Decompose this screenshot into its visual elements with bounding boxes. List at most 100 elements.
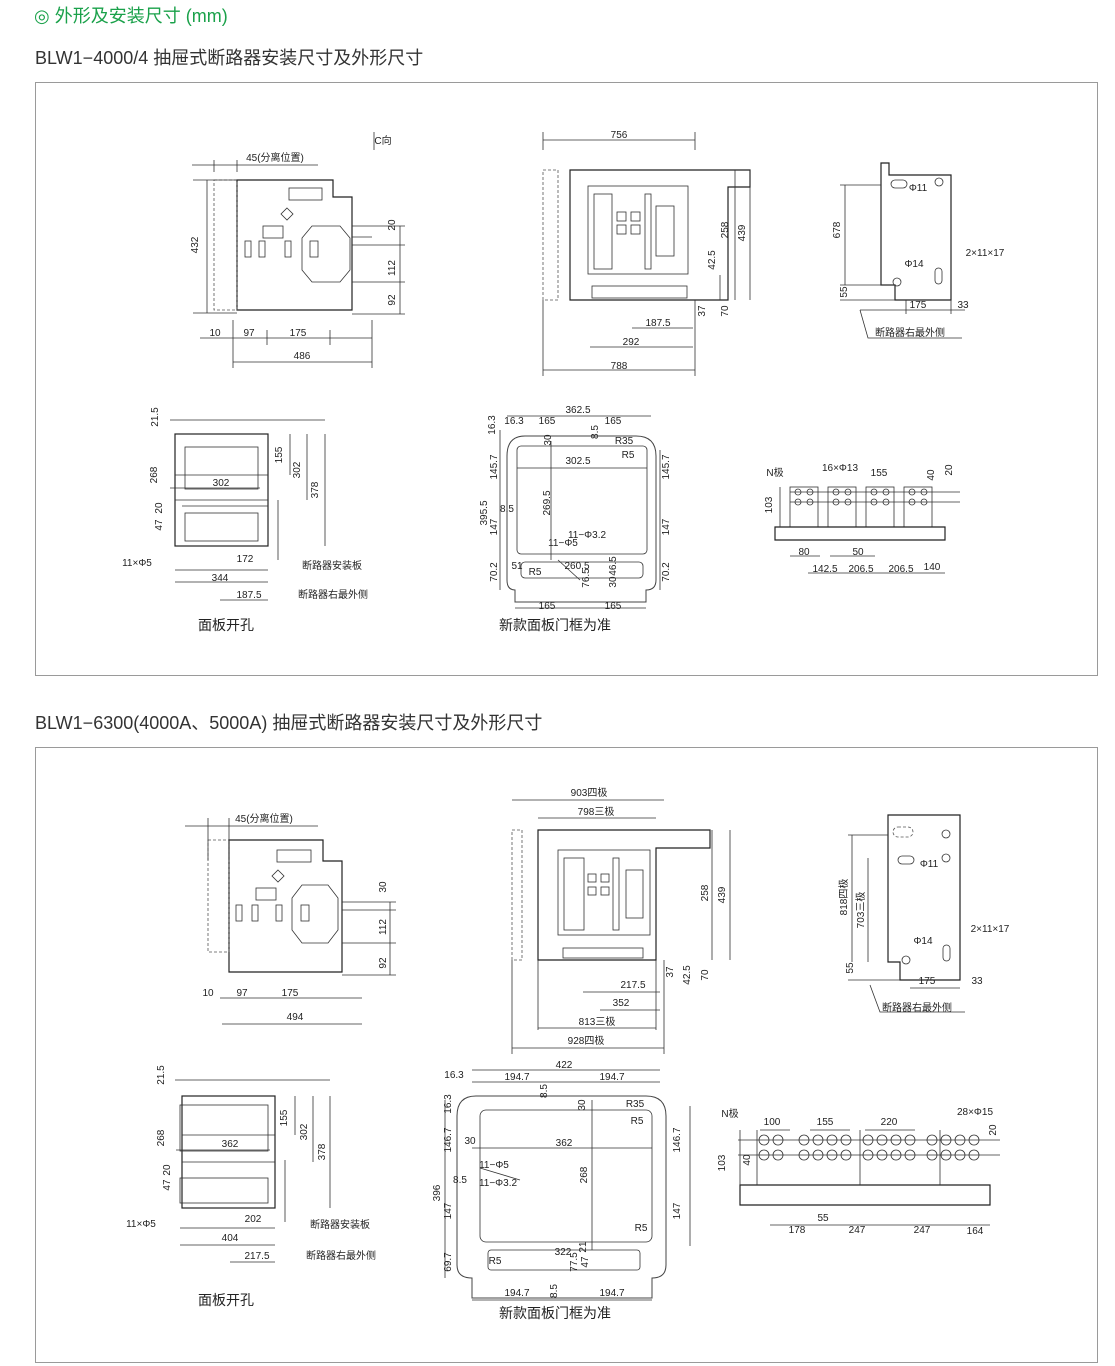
m2-terminals-label: 55 — [817, 1213, 829, 1224]
terminal-hole-icon — [954, 1134, 966, 1146]
terminal-hole-icon — [832, 488, 840, 496]
terminal-hole-icon — [968, 1149, 980, 1161]
m2-door-frame-label: 16.3 — [444, 1070, 464, 1081]
m2-panel-cutout-label: 155 — [279, 1109, 290, 1126]
m1-terminals-label: 80 — [798, 547, 810, 558]
m1-door-frame-label: 70.2 — [489, 562, 500, 582]
m1-front-view-label: 439 — [737, 224, 748, 241]
m2-terminals-label: 178 — [789, 1225, 806, 1236]
m2-door-frame-label: 11−Φ5 — [479, 1160, 509, 1171]
m1-door-frame-label: 260.5 — [564, 561, 589, 572]
m2-panel-cutout-label: 302 — [299, 1123, 310, 1140]
m2-panel-cutout-label: 断路器右最外侧 — [306, 1249, 376, 1262]
m2-side-view-label: 97 — [236, 988, 248, 999]
m1-terminals-label: 142.5 — [812, 564, 837, 575]
m2-door-frame-label: 146.7 — [672, 1127, 683, 1152]
m2-side-view — [185, 818, 396, 1025]
m2-terminals-label: 103 — [717, 1154, 728, 1171]
m2-terminals-label: 247 — [849, 1225, 866, 1236]
m1-terminals-label: 16×Φ13 — [822, 463, 859, 474]
m1-side-view-label: 10 — [209, 328, 221, 339]
terminal-hole-icon — [876, 1149, 888, 1161]
m2-front-view-label: 37 — [665, 966, 676, 978]
m1-door-frame-label: 11−Φ3.2 — [568, 530, 607, 541]
m2-door-frame-label: 30 — [464, 1136, 476, 1147]
m1-terminals-label: 103 — [764, 496, 775, 513]
m2-terminals-label: 100 — [764, 1117, 781, 1128]
m1-side-view-label: 486 — [294, 351, 311, 362]
m2-right-view-label: 818四极 — [837, 879, 850, 916]
m2-front-view-label: 70 — [700, 969, 711, 981]
m1-terminals-label: 140 — [924, 562, 941, 573]
m2-right-view-label: Φ11 — [920, 859, 939, 870]
m1-side-view-label: 92 — [387, 294, 398, 306]
terminal-hole-icon — [840, 1134, 852, 1146]
m1-terminals-label: 155 — [871, 468, 888, 479]
m2-door-frame-label: 194.7 — [599, 1072, 624, 1083]
m2-side-view-label: 10 — [202, 988, 214, 999]
m1-front-view-label: 756 — [611, 130, 628, 141]
terminal-hole-icon — [920, 498, 928, 506]
m1-panel-cutout-label: 302 — [292, 461, 303, 478]
m1-terminals-label: 206.5 — [888, 564, 913, 575]
m2-terminals-label: 220 — [881, 1117, 898, 1128]
terminal-hole-icon — [870, 488, 878, 496]
m2-panel-cutout-label: 20 — [162, 1164, 173, 1176]
m2-panel-cutout-label: 11×Φ5 — [126, 1219, 156, 1230]
m2-terminals-label: 28×Φ15 — [957, 1107, 994, 1118]
m1-right-view-label: Φ11 — [909, 183, 928, 194]
m1-door-frame-label: 70.2 — [661, 562, 672, 582]
terminal-hole-icon — [758, 1134, 770, 1146]
m2-door-frame-label: 21 — [578, 1241, 589, 1253]
model-1-title: BLW1−4000/4 抽屉式断路器安装尺寸及外形尺寸 — [35, 48, 424, 68]
m1-side-view-label: 97 — [243, 328, 255, 339]
m2-side-view-label: 112 — [378, 919, 389, 935]
m1-door-frame-label: 269.5 — [542, 490, 553, 515]
m2-panel-cutout-label: 面板开孔 — [198, 1292, 254, 1308]
m2-panel-cutout-label: 202 — [245, 1214, 262, 1225]
m1-front-view-label: 70 — [720, 305, 731, 317]
m2-side-view-label: 30 — [378, 881, 389, 893]
m2-terminals-label: 155 — [817, 1117, 834, 1128]
m1-right-view-label: 55 — [839, 286, 850, 298]
m2-side-view-label: 494 — [287, 1012, 304, 1023]
m2-door-frame-label: 8.5 — [549, 1284, 560, 1298]
terminal-hole-icon — [826, 1149, 838, 1161]
m1-door-frame — [499, 415, 661, 609]
m1-door-frame-label: 145.7 — [661, 454, 672, 479]
m2-side-view-label: 92 — [378, 957, 389, 969]
m1-side-view-label: 20 — [387, 219, 398, 231]
terminal-hole-icon — [812, 1134, 824, 1146]
terminal-hole-icon — [882, 488, 890, 496]
m2-door-frame-label: 30 — [577, 1099, 588, 1111]
m1-panel-cutout — [170, 419, 326, 601]
m2-right-view — [848, 814, 965, 1013]
m2-door-frame-label: 422 — [556, 1060, 573, 1071]
terminal-hole-icon — [908, 488, 916, 496]
terminal-hole-icon — [890, 1149, 902, 1161]
m1-right-view-label: 断路器右最外侧 — [875, 326, 945, 339]
m2-door-frame-label: 11−Φ3.2 — [479, 1178, 518, 1189]
m2-terminals-label: 20 — [988, 1124, 999, 1136]
model-2-title: BLW1−6300(4000A、5000A) 抽屉式断路器安装尺寸及外形尺寸 — [35, 713, 543, 733]
m1-side-view — [192, 132, 405, 368]
terminal-hole-icon — [940, 1134, 952, 1146]
m1-right-view-label: Φ14 — [904, 259, 924, 270]
m1-front-view-label: 258 — [720, 221, 731, 238]
m2-panel-cutout-label: 404 — [222, 1233, 239, 1244]
m1-door-frame-label: 165 — [605, 601, 622, 612]
m2-right-view-label: 2×11×17 — [971, 924, 1010, 935]
m1-door-frame-label: 16.3 — [504, 416, 524, 427]
m1-panel-cutout-label: 11×Φ5 — [122, 558, 152, 569]
m2-door-frame-label: 322 — [555, 1247, 572, 1258]
m1-right-view-label: 678 — [832, 221, 843, 238]
m2-front-view-label: 439 — [717, 886, 728, 903]
m2-door-frame-label: R5 — [631, 1116, 644, 1127]
m2-door-frame-label: R5 — [635, 1223, 648, 1234]
terminal-hole-icon — [870, 498, 878, 506]
terminal-hole-icon — [806, 488, 814, 496]
m1-door-frame-label: 362.5 — [565, 405, 590, 416]
m2-front-view-label: 903四极 — [571, 786, 608, 799]
m2-door-frame-label: 8.5 — [539, 1084, 550, 1098]
terminal-hole-icon — [954, 1149, 966, 1161]
